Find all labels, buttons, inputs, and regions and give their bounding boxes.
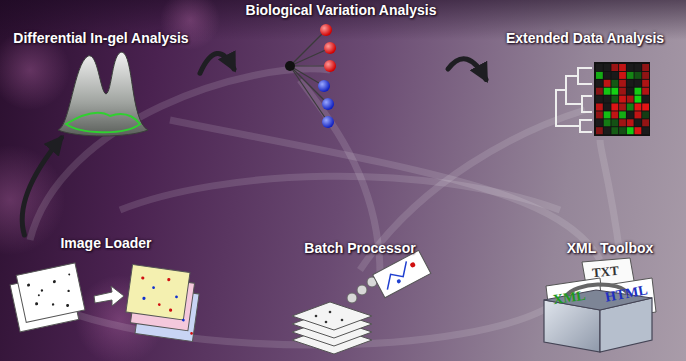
flow-arrow	[200, 54, 234, 74]
module-label: Differential In-gel Analysis	[2, 30, 200, 46]
module-node: Batch Processor	[276, 240, 444, 356]
module-node: Biological Variation Analysis	[234, 2, 448, 136]
peak-plot	[58, 52, 148, 136]
file-type-label: TXT	[591, 263, 619, 281]
batch-stack	[292, 250, 431, 354]
flow-arrow	[448, 59, 486, 80]
cluster-heatmap	[556, 62, 650, 136]
module-node: Differential In-gel Analysis	[2, 30, 200, 138]
module-node: Extended Data Analysis	[486, 30, 684, 140]
module-node: Image Loader	[4, 235, 208, 345]
flow-arrow	[22, 138, 61, 235]
module-label: Image Loader	[4, 235, 208, 251]
module-label: Biological Variation Analysis	[234, 2, 448, 18]
module-label: Extended Data Analysis	[486, 30, 684, 46]
toolbox	[544, 258, 656, 352]
module-label: Batch Processor	[276, 240, 444, 256]
module-label: XML Toolbox	[536, 240, 684, 256]
dot-network	[285, 24, 336, 128]
gel-images	[8, 263, 201, 342]
